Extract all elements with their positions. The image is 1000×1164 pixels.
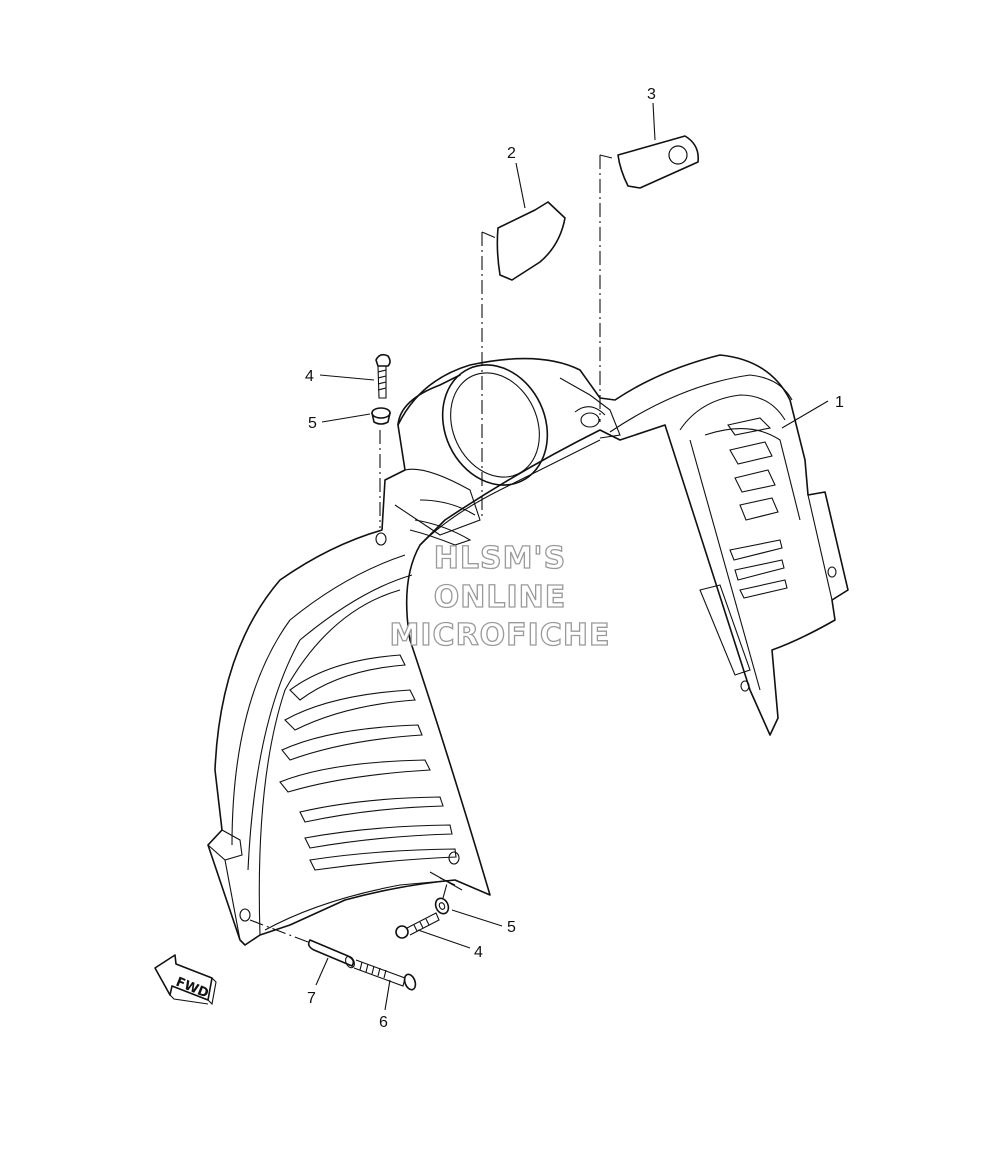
screw-lower xyxy=(395,912,440,939)
grommet-upper xyxy=(371,407,391,425)
watermark-line-3: MICROFICHE xyxy=(390,618,611,653)
forward-arrow-text: FWD xyxy=(174,975,211,1002)
callout-labels: 1 2 3 4 5 4 5 6 7 xyxy=(305,86,844,1031)
callout-5-lower: 5 xyxy=(507,919,516,936)
emblem-decal-part-3: YAMAHA xyxy=(617,135,700,189)
front-cover-part xyxy=(207,354,849,946)
callout-7: 7 xyxy=(307,990,316,1007)
callout-3: 3 xyxy=(647,86,656,103)
leader-lines xyxy=(315,102,829,1011)
forward-arrow-icon: FWD xyxy=(154,954,217,1006)
watermark-line-1: HLSM'S xyxy=(434,541,566,576)
callout-4-upper: 4 xyxy=(305,368,314,385)
callout-5-upper: 5 xyxy=(308,415,317,432)
callout-2: 2 xyxy=(507,145,516,162)
callout-6: 6 xyxy=(379,1014,388,1031)
watermark: HLSM'S ONLINE MICROFICHE xyxy=(389,540,611,653)
decal-brand-text: YAMAHA xyxy=(625,161,670,185)
screw-upper xyxy=(375,353,391,399)
callout-1: 1 xyxy=(835,394,844,411)
washer-lower xyxy=(434,897,450,915)
callout-4-lower: 4 xyxy=(474,944,483,961)
watermark-line-2: ONLINE xyxy=(434,580,567,615)
assembly-lines xyxy=(249,154,613,943)
plate-part-2 xyxy=(496,201,566,281)
collar-part-7 xyxy=(307,939,355,969)
bolt-part-6 xyxy=(353,959,417,991)
